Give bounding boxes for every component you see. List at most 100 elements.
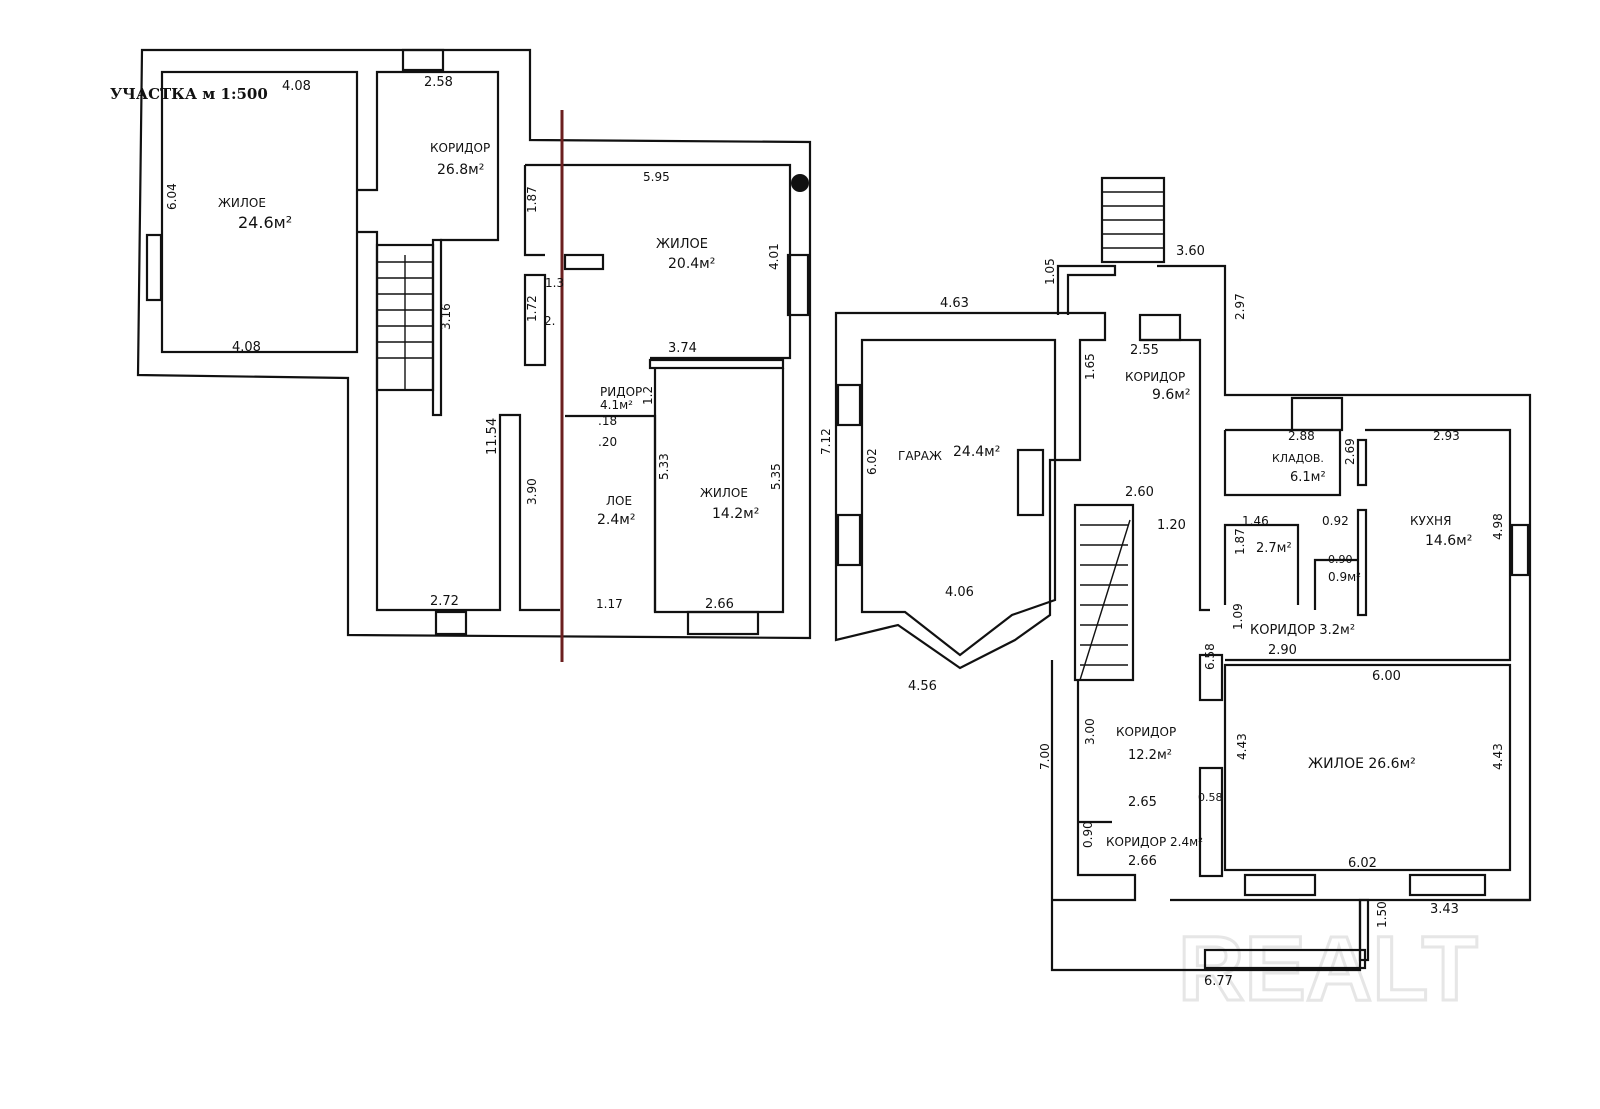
- left-plan-room-label: 14.2м²: [712, 506, 759, 522]
- wall: [1198, 653, 1224, 702]
- window: [434, 610, 468, 636]
- left-plan-dimension-label: 4.08: [232, 340, 261, 355]
- stair-hall-walls: [357, 230, 560, 612]
- right-floor-plan: [834, 176, 1532, 972]
- right-plan-dimension-label: 2.69: [1343, 438, 1357, 465]
- window: [836, 513, 862, 567]
- wall: [523, 273, 547, 367]
- garage-steps: [1016, 448, 1045, 517]
- room-living-24-6: [160, 70, 359, 354]
- right-plan-dimension-label: 6.02: [865, 448, 879, 475]
- stair-steps: [377, 255, 433, 390]
- right-plan-dimension-label: 4.98: [1491, 513, 1505, 540]
- right-plan-dimension-label: 6.02: [1348, 856, 1377, 871]
- garage-outer-wall: [834, 311, 1107, 670]
- right-plan-dimension-label: 3.43: [1430, 902, 1459, 917]
- right-plan-room-label: 12.2м²: [1128, 748, 1172, 763]
- corridor-12-2: [1052, 680, 1137, 902]
- room-2-7: [1223, 523, 1300, 605]
- right-plan-dimension-label: 2.88: [1288, 429, 1315, 443]
- left-plan-dimension-label: 2.58: [424, 75, 453, 90]
- right-plan-dimension-label: 4.63: [940, 296, 969, 311]
- right-plan-dimension-label: 2.55: [1130, 343, 1159, 358]
- right-plan-room-label: КОРИДОР: [1116, 725, 1176, 739]
- window: [1408, 873, 1487, 897]
- window: [145, 233, 163, 302]
- window: [836, 383, 862, 427]
- left-plan-dimension-label: 4.01: [767, 243, 781, 270]
- wall: [1356, 438, 1368, 487]
- left-plan-dimension-label: 3.16: [439, 303, 453, 330]
- left-floor-plan: [136, 48, 812, 662]
- entry-step-lines: [1102, 191, 1164, 249]
- right-plan-dimension-label: 4.56: [908, 679, 937, 694]
- left-plan-dimension-label: 4.08: [282, 79, 311, 94]
- left-plan-dimension-label: 1.72: [525, 295, 539, 322]
- right-plan-dimension-label: 3.60: [1176, 244, 1205, 259]
- right-plan-dimension-label: 2.60: [1125, 485, 1154, 500]
- left-plan-room-label: КОРИДОР: [430, 141, 490, 155]
- right-plan-dimension-label: 1.46: [1242, 514, 1269, 528]
- window: [1203, 948, 1367, 970]
- left-plan-dimension-label: 2.: [544, 314, 555, 328]
- inner-stairs: [1073, 503, 1135, 682]
- left-outer-wall: [136, 48, 812, 640]
- left-plan-room-label: 2.4м²: [597, 512, 635, 528]
- right-plan-dimension-label: 0.90: [1328, 553, 1353, 566]
- right-plan-dimension-label: 1.09: [1231, 603, 1245, 630]
- right-plan-dimension-label: 4.43: [1235, 733, 1249, 760]
- left-plan-room-label: ЛОЕ: [606, 494, 632, 508]
- left-plan-dimension-label: 5.35: [769, 463, 783, 490]
- left-plan-dimension-label: .20: [598, 435, 617, 449]
- right-plan-room-label: КОРИДОР 3.2м²: [1250, 623, 1355, 638]
- right-plan-dimension-label: 1.65: [1083, 353, 1097, 380]
- inner-stair-lines: [1079, 519, 1131, 681]
- left-plan-dimension-label: 6.04: [165, 183, 179, 210]
- window: [786, 253, 810, 317]
- right-plan-dimension-label: 2.66: [1128, 854, 1157, 869]
- left-plan-dimension-label: .18: [598, 414, 617, 428]
- right-plan-dimension-label: 0.92: [1322, 514, 1349, 528]
- right-plan-dimension-label: 7.12: [819, 428, 833, 455]
- left-plan-room-label: 20.4м²: [668, 256, 715, 272]
- plan-title: УЧАСТКА м 1:500: [110, 85, 268, 103]
- left-plan-dimension-label: 2.66: [705, 597, 734, 612]
- right-plan-room-label: 9.6м²: [1152, 387, 1190, 403]
- left-plan-room-label: РИДОР: [600, 385, 642, 399]
- window: [401, 48, 445, 72]
- right-plan-room-label: 0.9м²: [1328, 570, 1361, 584]
- left-plan-dimension-label: 5.95: [643, 170, 670, 184]
- right-plan-dimension-label: 4.06: [945, 585, 974, 600]
- room-kitchen-14-6: [1225, 428, 1512, 662]
- right-plan-dimension-label: 2.65: [1128, 795, 1157, 810]
- right-plan-room-label: КУХНЯ: [1410, 514, 1451, 528]
- right-plan-dimension-label: 7.00: [1038, 743, 1052, 770]
- left-plan-dimension-label: 3.90: [525, 478, 539, 505]
- right-plan-dimension-label: 6.77: [1204, 974, 1233, 989]
- right-plan-dimension-label: 6.00: [1372, 669, 1401, 684]
- room-garage: [860, 338, 1057, 657]
- room-living-26-6: [1223, 663, 1512, 872]
- right-plan-room-label: 24.4м²: [953, 444, 1000, 460]
- left-plan-dimension-label: 1.3: [545, 276, 564, 290]
- left-plan-dimension-label: 3.74: [668, 341, 697, 356]
- right-plan-dimension-label: 2.93: [1433, 429, 1460, 443]
- right-plan-room-label: ЖИЛОЕ 26.6м²: [1308, 756, 1416, 772]
- left-plan-room-label: ЖИЛОЕ: [218, 196, 266, 210]
- right-plan-dimension-label: 2.97: [1233, 293, 1247, 320]
- right-plan-dimension-label: 1.20: [1157, 518, 1186, 533]
- room-0-9: [1313, 558, 1358, 610]
- wall: [1356, 508, 1368, 617]
- left-plan-room-label: 4.1м²: [600, 398, 633, 412]
- right-plan-dimension-label: 0.58: [1198, 791, 1223, 804]
- left-plan-dimension-label: 1.17: [596, 597, 623, 611]
- wall: [523, 165, 545, 257]
- left-plan-room-label: ЖИЛОЕ: [656, 237, 708, 252]
- right-plan-dimension-label: 1.87: [1233, 528, 1247, 555]
- left-plan-room-label: ЖИЛОЕ: [700, 486, 748, 500]
- window: [1138, 313, 1182, 342]
